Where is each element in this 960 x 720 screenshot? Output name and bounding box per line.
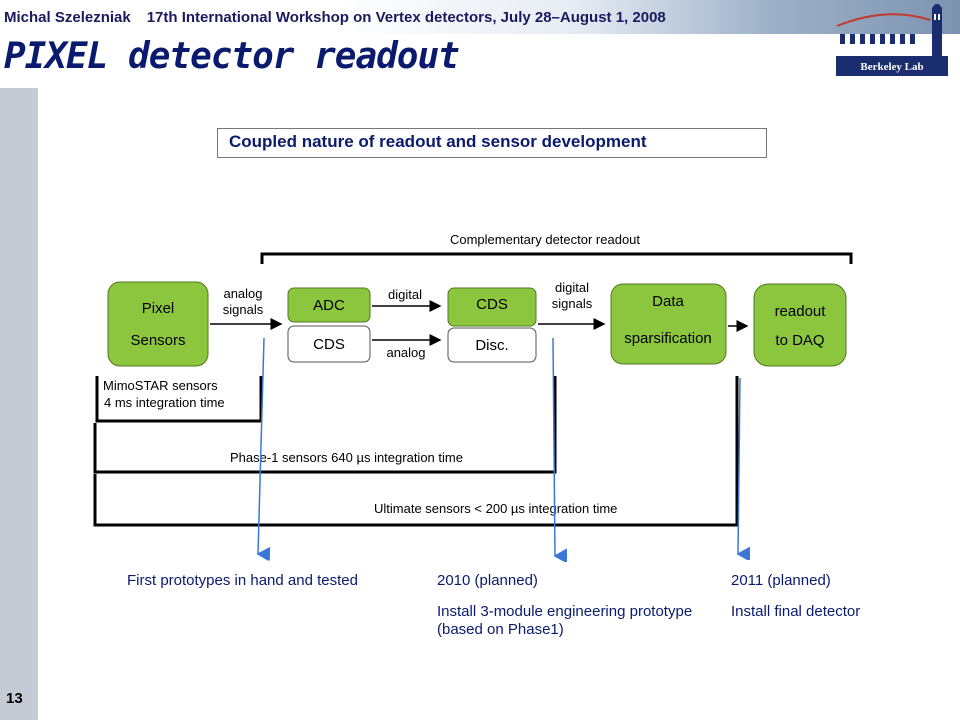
phase1-box [93, 376, 557, 474]
header-bar [0, 0, 960, 34]
data-sparsification-box [610, 283, 727, 365]
left-sidebar-bar [0, 88, 38, 720]
berkeley-lab-logo: Berkeley Lab [832, 2, 954, 86]
mimostar-label-2: 4 ms integration time [104, 395, 225, 410]
adc-label: ADC [313, 297, 345, 314]
phase1-label: Phase-1 sensors 640 µs integration time [230, 450, 463, 465]
note-2010-body: Install 3-module engineering prototype (… [437, 603, 693, 638]
mimostar-label-1: MimoSTAR sensors [103, 378, 218, 393]
logo-text: Berkeley Lab [860, 61, 923, 73]
readout-label-2: to DAQ [775, 332, 824, 349]
header-text: Michal Szelezniak 17th International Work… [4, 9, 666, 26]
subtitle-box: Coupled nature of readout and sensor dev… [217, 128, 767, 158]
blue-arrow-first-prototypes [258, 337, 264, 554]
bracket-label: Complementary detector readout [450, 232, 640, 247]
complementary-bracket [260, 252, 853, 264]
readout-daq-box [753, 283, 847, 367]
cds-left-label: CDS [313, 336, 345, 353]
note-2011-title: 2011 (planned) [731, 572, 831, 589]
note-first-prototypes: First prototypes in hand and tested [127, 572, 358, 589]
data-label-1: Data [652, 293, 684, 310]
digital-signals-label-1: digital [555, 280, 589, 295]
adc-box [287, 287, 371, 323]
mimostar-phase-box [95, 376, 263, 423]
disc-box [447, 327, 537, 363]
blue-arrow-2011 [738, 377, 740, 554]
analog-label: analog [386, 345, 425, 360]
readout-label-1: readout [775, 303, 827, 320]
disc-label: Disc. [475, 337, 508, 354]
blue-arrow-2010 [552, 337, 555, 556]
event-name: 17th International Workshop on Vertex de… [146, 9, 666, 26]
cds-right-box [447, 287, 537, 327]
analog-signals-label-2: signals [223, 302, 264, 317]
note-2011-body: Install final detector [731, 603, 861, 620]
note-2010-title: 2010 (planned) [437, 572, 538, 589]
digital-signals-label-2: signals [552, 296, 593, 311]
pixel-label-2: Sensors [130, 332, 185, 349]
author-name: Michal Szelezniak [4, 9, 131, 26]
pixel-label-1: Pixel [142, 300, 175, 317]
cds-left-box [287, 325, 371, 363]
analog-signals-label-1: analog [223, 286, 262, 301]
ultimate-box [93, 376, 739, 527]
page-title: PIXEL detector readout [4, 36, 460, 77]
digital-label: digital [388, 287, 422, 302]
page-number: 13 [6, 690, 23, 707]
cds-right-label: CDS [476, 296, 508, 313]
data-label-2: sparsification [624, 330, 712, 347]
pixel-sensors-box [107, 281, 209, 367]
ultimate-label: Ultimate sensors < 200 µs integration ti… [374, 501, 617, 516]
